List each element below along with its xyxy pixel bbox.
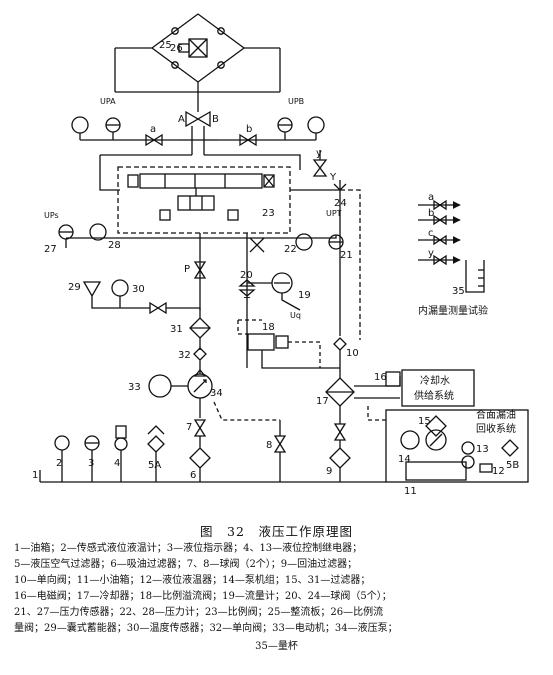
legend-line: 21、27—压力传感器；22、28—压力计；23—比例阀；25—整流板；26—比… [14,607,384,618]
label-3: 3 [88,458,94,469]
label-17: 17 [316,396,329,407]
label-2: 2 [56,458,62,469]
label-26: 26 [170,43,183,54]
label-upb: UPB [288,97,304,106]
label-33: 33 [128,382,141,393]
label-32: 32 [178,350,191,361]
label-leak-b: b [428,208,434,219]
label-y: y [316,148,322,159]
label-13: 13 [476,444,489,455]
label-a: a [150,124,156,135]
label-8: 8 [266,440,272,451]
label-12: 12 [492,466,505,477]
label-A: A [178,114,185,125]
label-4: 4 [114,458,120,469]
label-cooling-2: 供给系统 [414,389,454,402]
label-b: b [246,124,252,135]
label-5B: 5B [506,460,519,471]
legend-line: 16—电磁阀；17—冷却器；18—比例溢流阀；19—流量计；20、24—球阀（5… [14,591,392,602]
label-16: 16 [374,372,387,383]
label-recovery-1: 合面漏油 [476,408,516,421]
rectifier-bridge-25 [114,13,281,112]
label-leak-a: a [428,192,434,203]
label-11: 11 [404,486,417,497]
ports-AB [100,110,295,147]
label-15: 15 [418,416,431,427]
figure-title: 图 32 液压工作原理图 [200,524,353,539]
label-10: 10 [346,348,359,359]
label-5A: 5A [148,460,161,471]
label-upt: UPT [326,209,342,218]
label-leak-y: y [428,248,434,259]
legend-line: 5—液压空气过滤器；6—吸油过滤器；7、8—球阀（2个）；9—回油过滤器； [14,559,358,570]
label-upa: UPA [100,97,116,106]
proportional-valve-23 [117,166,291,234]
label-25: 25 [159,40,172,51]
label-34: 34 [210,388,223,399]
legend-line: 1—油箱；2—传感式液位液温计；3—液位指示器；4、13—液位控制继电器； [14,543,363,554]
label-Y: Y [329,172,337,183]
label-28: 28 [108,240,121,251]
label-24: 24 [334,198,347,209]
label-19: 19 [298,290,311,301]
label-7: 7 [186,422,192,433]
label-27: 27 [44,244,57,255]
hydraulic-schematic: 25 26 A B a b UPA UPB y Y 24 23 UPs UPT … [32,13,529,497]
label-9: 9 [326,466,332,477]
label-B: B [212,114,219,125]
label-35: 35 [452,286,465,297]
label-29: 29 [68,282,81,293]
label-22: 22 [284,244,297,255]
label-6: 6 [190,470,196,481]
label-P: P [184,264,190,275]
label-cooling-1: 冷却水 [420,374,450,387]
label-leak-c: c [428,228,434,239]
legend-line: 10—单向阀；11—小油箱；12—液位液温器；14—泵机组；15、31—过滤器； [14,575,371,586]
legend-line: 量阀；29—囊式蓄能器；30—温度传感器；32—单向阀；33—电动机；34—液压… [14,623,398,634]
label-31: 31 [170,324,183,335]
label-leak-test: 内漏量测量试验 [418,304,488,317]
label-21: 21 [340,250,353,261]
label-23: 23 [262,208,275,219]
proportional-flow-valve-26 [178,38,208,58]
label-20: 20 [240,270,253,281]
label-T: T [243,296,251,307]
pressure-sensors-top [71,116,325,141]
label-30: 30 [132,284,145,295]
label-14: 14 [398,454,411,465]
label-uq: Uq [290,311,301,320]
legend-line: 35—量杯 [255,641,298,652]
label-1: 1 [32,470,38,481]
leak-measurement [418,199,485,293]
label-18: 18 [262,322,275,333]
label-ups: UPs [44,211,59,220]
label-recovery-2: 回收系统 [476,422,516,435]
